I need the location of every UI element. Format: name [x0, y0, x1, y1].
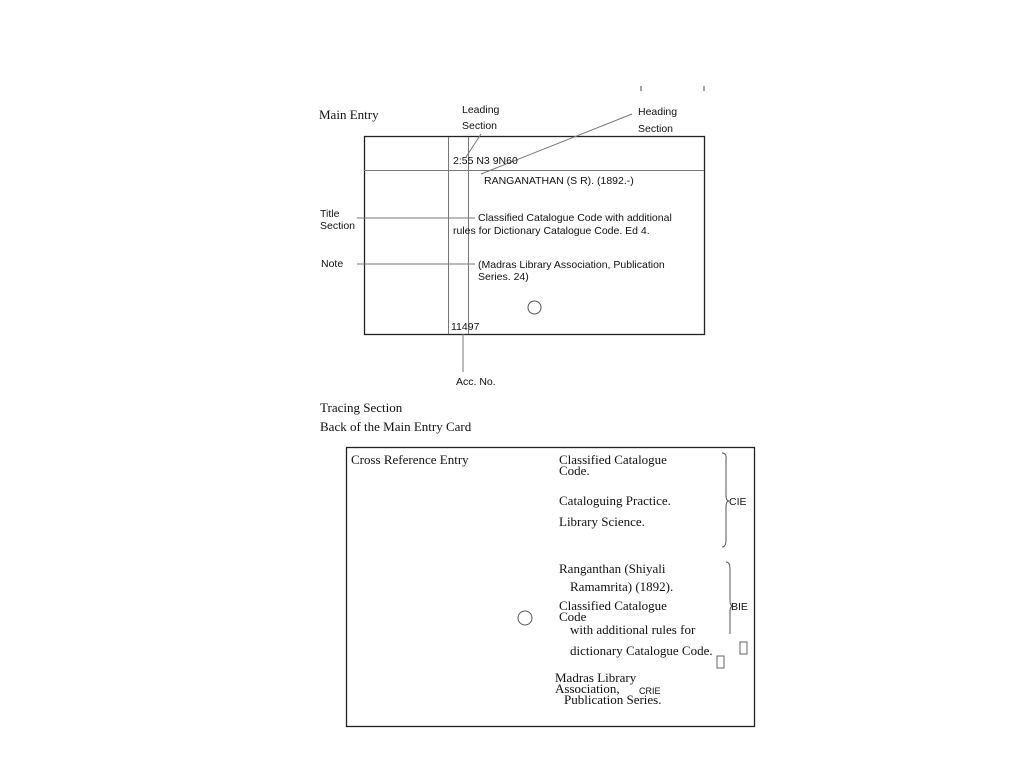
bie-entry-5: dictionary Catalogue Code.: [570, 643, 713, 658]
crie-entry-2: Association,: [555, 681, 620, 696]
cie-entry-3: Library Science.: [559, 514, 645, 529]
acc-no-label: Acc. No.: [456, 376, 496, 388]
note-line-1: (Madras Library Association, Publication: [478, 259, 665, 271]
leading-label-line1: Leading: [462, 104, 500, 116]
bie-entry-1: Ranganthan (Shiyali: [559, 561, 666, 576]
heading-label-line2: Section: [638, 123, 674, 135]
front-card-hole: [527, 300, 542, 315]
crie-glyph-box: [716, 655, 725, 669]
heading-section-leader: [480, 113, 633, 175]
title-line-2: rules for Dictionary Catalogue Code. Ed …: [453, 225, 650, 237]
back-card-caption: Back of the Main Entry Card: [320, 419, 472, 434]
crie-tag: CRIE: [639, 686, 661, 696]
title-label-line1: Title: [320, 208, 340, 220]
tracing-section-caption: Tracing Section: [320, 400, 403, 415]
title-line-1: Classified Catalogue Code with additiona…: [478, 212, 672, 224]
leading-label-line2: Section: [462, 120, 498, 132]
bie-entry-3-cont: Code: [559, 609, 587, 624]
cie-entry-2: Cataloguing Practice.: [559, 493, 671, 508]
back-card-frame: [345, 446, 756, 728]
back-card-hole: [517, 610, 533, 626]
front-card-frame: [363, 135, 706, 336]
accession-number: 11497: [451, 321, 480, 333]
bie-entry-2: Ramamrita) (1892).: [570, 579, 674, 594]
bie-entry-4: with additional rules for: [570, 622, 696, 637]
main-entry-label: Main Entry: [319, 107, 379, 122]
cross-reference-label: Cross Reference Entry: [351, 452, 469, 467]
bie-glyph-box: [739, 641, 748, 655]
heading-entry: RANGANATHAN (S R). (1892.-): [484, 175, 634, 187]
leading-section-leader: [465, 133, 482, 158]
title-label-line2: Section: [320, 220, 356, 232]
cie-bracket: [721, 452, 730, 548]
bie-tag: BIE: [731, 601, 748, 613]
call-number: 2:55 N3 9N60: [453, 155, 518, 167]
crie-entry-1: Madras Library: [555, 670, 637, 685]
cie-entry-1: Classified Catalogue: [559, 452, 667, 467]
bie-bracket: [725, 561, 734, 634]
note-label: Note: [321, 258, 344, 270]
crie-entry-3: Publication Series.: [564, 692, 662, 707]
cie-tag: CIE: [729, 496, 747, 508]
heading-label-line1: Heading: [638, 106, 678, 118]
bie-entry-3: Classified Catalogue: [559, 598, 667, 613]
cie-entry-1-cont: Code.: [559, 463, 590, 478]
note-line-2: Series. 24): [478, 271, 529, 283]
